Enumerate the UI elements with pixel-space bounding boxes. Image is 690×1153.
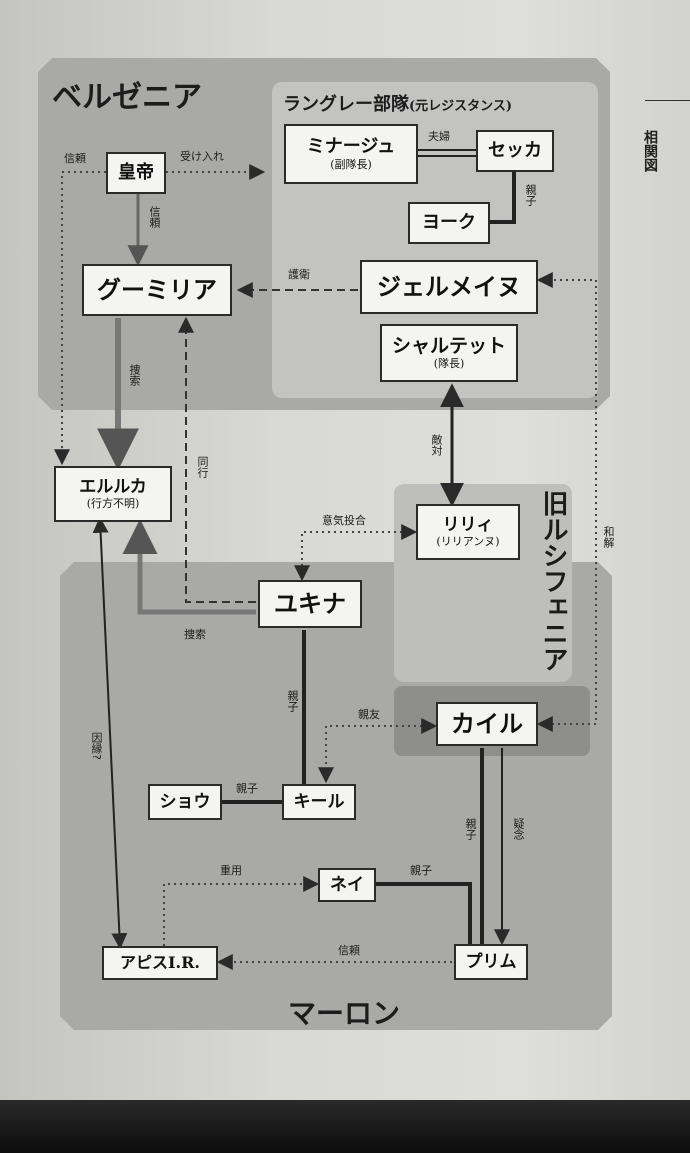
node-eruruka-label: エルルカ <box>79 476 147 497</box>
node-purim-label: プリム <box>465 951 517 972</box>
edge-label-bestfriend: 親友 <box>358 708 380 721</box>
edge-label-reconcile: 和解 <box>602 526 615 548</box>
node-riliane-label: リリィ <box>442 514 494 535</box>
node-kiru: キール <box>282 784 356 820</box>
node-yoku: ヨーク <box>408 202 490 244</box>
node-shou-label: ショウ <box>159 791 211 812</box>
node-nei-label: ネイ <box>330 874 364 895</box>
edge-label-parent-1: 親子 <box>524 184 537 206</box>
edge-sekka-yoku-parent <box>490 172 516 224</box>
edge-yukina-gumiria-accompany <box>178 316 256 603</box>
node-apis: アピスI.R. <box>102 946 218 980</box>
node-purim: プリム <box>454 944 528 980</box>
edge-label-sympathy: 意気投合 <box>322 514 366 527</box>
edge-apis-nei-employ <box>163 876 320 946</box>
edge-label-fate: 因縁? <box>90 732 103 760</box>
edge-kyle-jelmeinu-reconcile <box>536 272 597 732</box>
edge-label-employ: 重用 <box>220 864 242 877</box>
node-shou: ショウ <box>148 784 222 820</box>
edge-minaju-sekka-couple <box>418 149 476 157</box>
node-kyle-label: カイル <box>451 708 523 738</box>
node-gumiria: グーミリア <box>82 264 232 316</box>
edge-kiru-kyle-bestfriend <box>318 718 438 784</box>
page-heading: 相関図 <box>642 130 658 172</box>
node-minaju: ミナージュ (副隊長) <box>284 124 418 184</box>
edge-label-enemy: 敵対 <box>430 434 443 456</box>
edge-label-search-2: 捜索 <box>184 628 206 641</box>
region-title-maron: マーロン <box>288 997 401 1030</box>
node-yukina: ユキナ <box>258 580 362 628</box>
node-nei: ネイ <box>318 868 376 902</box>
region-title-langley-main: ラングレー部隊 <box>283 94 409 115</box>
region-title-langley-sub: (元レジスタンス) <box>409 99 513 114</box>
edge-emperor-eruruka-faith <box>54 171 106 466</box>
edge-nei-purim-parent <box>376 882 472 944</box>
edge-label-parent-3: 親子 <box>236 782 258 795</box>
edge-yukina-eruruka-search <box>122 519 256 615</box>
node-apis-label: アピスI.R. <box>120 953 200 973</box>
node-kiru-label: キール <box>293 791 345 812</box>
edge-eruruka-apis-fate <box>92 516 128 950</box>
node-yoku-label: ヨーク <box>422 212 476 234</box>
region-title-belzenia: ベルゼニア <box>52 80 202 115</box>
edge-label-parent-2: 親子 <box>286 690 299 712</box>
node-riliane-sub: (リリアンヌ) <box>436 535 500 549</box>
edge-label-doubt: 疑念 <box>512 818 525 840</box>
edge-label-guard: 護衛 <box>288 268 310 281</box>
header-rule <box>645 100 690 101</box>
edge-label-parent-4: 親子 <box>410 864 432 877</box>
edge-label-search-1: 捜索 <box>128 364 141 386</box>
node-minaju-label: ミナージュ <box>306 136 396 158</box>
edge-label-faith-1: 信頼 <box>64 152 86 165</box>
node-emperor-label: 皇帝 <box>118 162 154 184</box>
node-emperor: 皇帝 <box>106 152 166 194</box>
node-kyle: カイル <box>436 702 538 746</box>
book-spine-shadow <box>0 1100 690 1153</box>
node-yukina-label: ユキナ <box>274 588 346 618</box>
node-jelmeinu-label: ジェルメイヌ <box>377 271 521 301</box>
node-sekka: セッカ <box>476 130 554 172</box>
node-riliane: リリィ (リリアンヌ) <box>416 504 520 560</box>
node-sekka-label: セッカ <box>488 140 542 162</box>
node-charttette-label: シャルテット <box>391 334 506 357</box>
node-jelmeinu: ジェルメイヌ <box>360 260 538 314</box>
node-minaju-sub: (副隊長) <box>330 157 372 171</box>
edge-label-accompany: 同行 <box>196 456 209 478</box>
node-eruruka: エルルカ (行方不明) <box>54 466 172 522</box>
region-title-langley: ラングレー部隊(元レジスタンス) <box>283 90 512 116</box>
node-charttette-sub: (隊長) <box>433 357 465 371</box>
edge-yukina-riliane-sympathy <box>294 524 418 582</box>
node-gumiria-label: グーミリア <box>97 274 217 304</box>
node-charttette: シャルテット (隊長) <box>380 324 518 382</box>
edge-label-accept: 受け入れ <box>180 150 224 163</box>
edge-label-faith-2: 信頼 <box>148 206 161 228</box>
edge-label-parent-5: 親子 <box>464 818 477 840</box>
node-eruruka-sub: (行方不明) <box>86 497 140 511</box>
edge-label-faith-3: 信頼 <box>338 944 360 957</box>
edge-label-couple: 夫婦 <box>428 130 450 143</box>
